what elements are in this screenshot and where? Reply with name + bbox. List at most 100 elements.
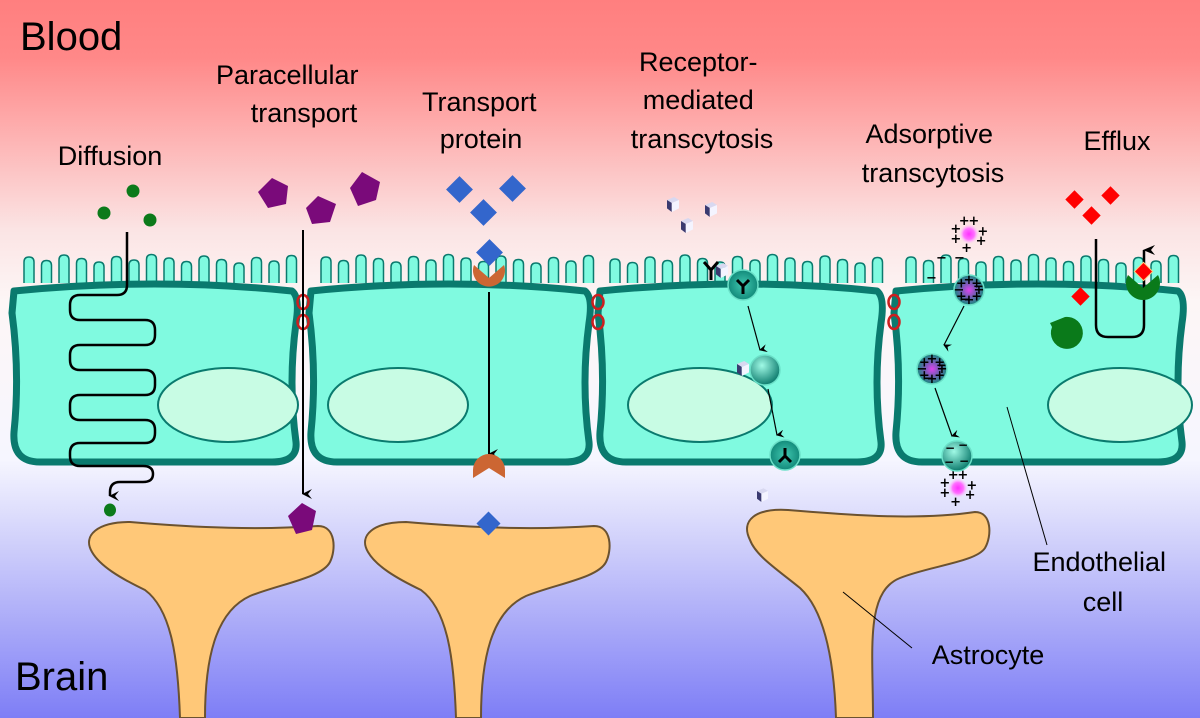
label-paracellular: Paracellular transport <box>216 60 366 128</box>
plus-charge: + <box>966 479 977 494</box>
plus-charge: + <box>971 289 982 304</box>
mechanism-paracellular <box>258 172 380 534</box>
plus-charge: + <box>971 277 982 292</box>
microvillus <box>992 255 1005 283</box>
minus-charge: − <box>923 371 934 386</box>
endothelial-cell <box>890 253 1193 466</box>
cube-face <box>716 266 721 278</box>
vesicle <box>916 353 948 385</box>
vesicle <box>941 440 973 472</box>
microvillus <box>407 255 420 283</box>
plus-charge: + <box>965 488 976 503</box>
microvillus <box>784 257 796 283</box>
microvillus <box>661 259 674 283</box>
microvillus <box>801 260 814 283</box>
cube-face <box>757 488 768 494</box>
membrane-minus-charge: − <box>926 271 937 286</box>
diffusion-molecule <box>97 206 111 220</box>
nucleus <box>327 367 469 443</box>
cube-face <box>709 205 717 217</box>
label-astrocyte: Astrocyte <box>932 640 1045 670</box>
plus-charge: + <box>927 352 938 367</box>
microvillus <box>372 257 385 283</box>
microvillus <box>215 258 228 283</box>
ligand-cube-released <box>737 361 749 376</box>
microvillus <box>922 259 935 283</box>
microvillus <box>1027 253 1040 283</box>
cube-face <box>720 266 728 278</box>
minus-charge: − <box>959 454 969 468</box>
efflux-molecule <box>1101 186 1120 205</box>
ligand-cube <box>681 218 693 233</box>
transporter-protein-top <box>472 265 505 287</box>
ligand-cube-bound <box>716 263 728 278</box>
microvillus <box>644 256 656 283</box>
charged-vesicle-mid: +++++++−−− <box>916 352 948 387</box>
microvillus <box>1115 262 1127 283</box>
nucleus <box>1047 367 1193 443</box>
microvillus <box>940 254 952 283</box>
microvillus <box>198 255 210 283</box>
plus-charge: + <box>919 356 930 371</box>
plus-charge: + <box>956 289 967 304</box>
receptor-y-icon <box>735 278 751 294</box>
microvilli <box>23 253 298 283</box>
microvillus <box>836 258 849 283</box>
microvillus <box>547 256 560 283</box>
receptor-vesicle-mid <box>749 354 781 386</box>
cube-face <box>667 197 679 203</box>
efflux-path <box>1094 239 1155 339</box>
endothelial-callout-line <box>1006 406 1048 546</box>
plus-charge: + <box>956 277 967 292</box>
mechanism-efflux <box>1050 186 1160 349</box>
microvillus <box>1097 258 1110 283</box>
microvillus <box>40 259 53 283</box>
cube-face <box>705 205 710 217</box>
microvillus <box>679 254 691 283</box>
microvillus <box>268 260 280 283</box>
microvillus <box>250 256 263 283</box>
diffusion-path-arrow <box>68 232 157 501</box>
microvillus <box>337 259 350 283</box>
paracellular-molecule <box>258 178 288 208</box>
microvillus <box>1045 257 1057 283</box>
region-label-blood: Blood <box>20 15 122 59</box>
plus-charge: + <box>977 225 988 240</box>
plus-charge: + <box>961 241 972 256</box>
microvillus <box>320 256 332 283</box>
mechanism-receptor-mediated <box>667 197 801 502</box>
endothelial-cell <box>8 253 301 466</box>
astrocyte-3 <box>746 508 991 718</box>
microvillus <box>163 257 175 283</box>
cube-face <box>681 221 686 233</box>
endothelial-cell <box>305 253 595 466</box>
label-diffusion: Diffusion <box>58 141 163 171</box>
astrocyte-callout-line <box>842 591 913 649</box>
microvillus <box>145 253 158 283</box>
label-receptor-mediated: Receptor- mediated transcytosis <box>631 47 774 154</box>
cube-face <box>741 364 749 376</box>
cube-face <box>761 491 768 502</box>
plus-charge: + <box>927 372 938 387</box>
minus-charge: − <box>917 362 928 377</box>
microvillus <box>565 260 577 283</box>
microvillus <box>128 259 140 283</box>
plus-charge: + <box>950 495 961 510</box>
receptor-arrow-2 <box>767 388 785 438</box>
microvillus <box>871 256 884 283</box>
microvillus <box>1010 259 1022 283</box>
cube-face <box>737 364 742 376</box>
microvillus <box>75 257 88 283</box>
charged-particle-blood: +++++++ <box>950 214 988 256</box>
ligand-cube <box>667 197 679 212</box>
junction-protein <box>591 313 605 331</box>
minus-charge: − <box>954 283 965 298</box>
cell-body <box>305 280 594 466</box>
adsorptive-arrow-1 <box>943 305 965 352</box>
label-transport-protein: Transport protein <box>422 87 544 154</box>
astrocyte-1 <box>88 520 335 718</box>
cube-face <box>681 218 693 224</box>
microvillus <box>766 253 779 283</box>
minus-charge: − <box>958 438 968 452</box>
